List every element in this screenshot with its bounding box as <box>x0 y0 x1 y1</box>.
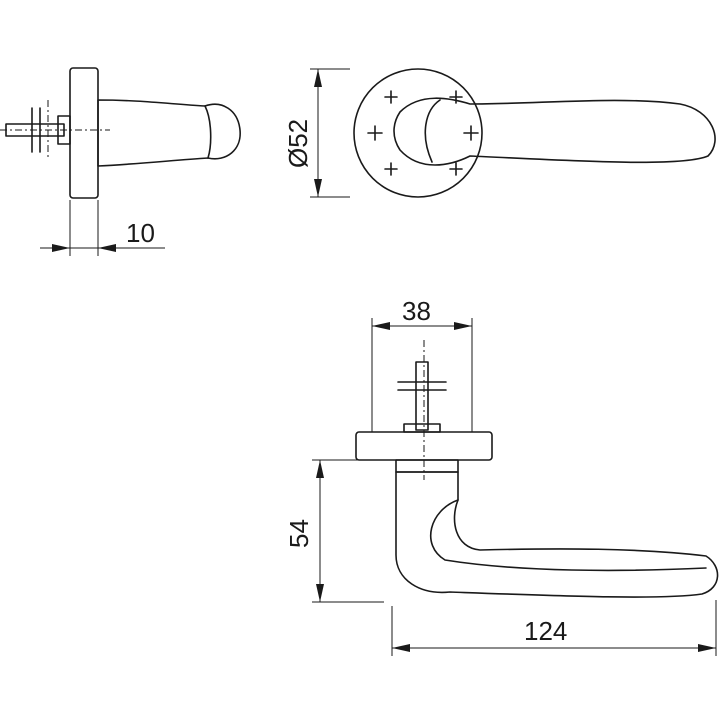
dim38-arrow-right <box>454 322 472 330</box>
dim124-arrow-right <box>698 644 716 652</box>
dim-lever-height: 54 <box>284 519 314 548</box>
dia-arrow-top <box>314 69 322 87</box>
dim124-arrow-left <box>392 644 410 652</box>
front-lever-outline <box>393 97 716 166</box>
dim-rose-width: 38 <box>402 296 431 326</box>
side-rose-plate <box>69 67 99 199</box>
side-lever-neck <box>204 105 212 159</box>
side-view: 10 <box>0 67 241 256</box>
elev-spindle <box>415 361 429 431</box>
front-lever-collar <box>424 99 441 163</box>
elev-lever-inner <box>429 499 707 572</box>
dia-arrow-bottom <box>314 179 322 197</box>
dim54-arrow-top <box>316 460 324 478</box>
side-lever-profile <box>97 99 241 167</box>
elev-lever-outline <box>395 471 719 598</box>
dim10-arrow-right <box>98 244 116 252</box>
dim10-arrow-left <box>52 244 70 252</box>
dim54-arrow-bottom <box>316 584 324 602</box>
elevation-view: 38 54 124 <box>284 296 719 656</box>
dim38-arrow-left <box>372 322 390 330</box>
front-rose <box>353 68 483 198</box>
elev-neck <box>395 459 459 473</box>
dim-rose-thickness: 10 <box>126 218 155 248</box>
dim-rose-diameter: Ø52 <box>283 119 313 168</box>
front-view: Ø52 <box>283 68 716 198</box>
front-screw-marks <box>367 90 479 176</box>
dim-lever-length: 124 <box>524 616 567 646</box>
